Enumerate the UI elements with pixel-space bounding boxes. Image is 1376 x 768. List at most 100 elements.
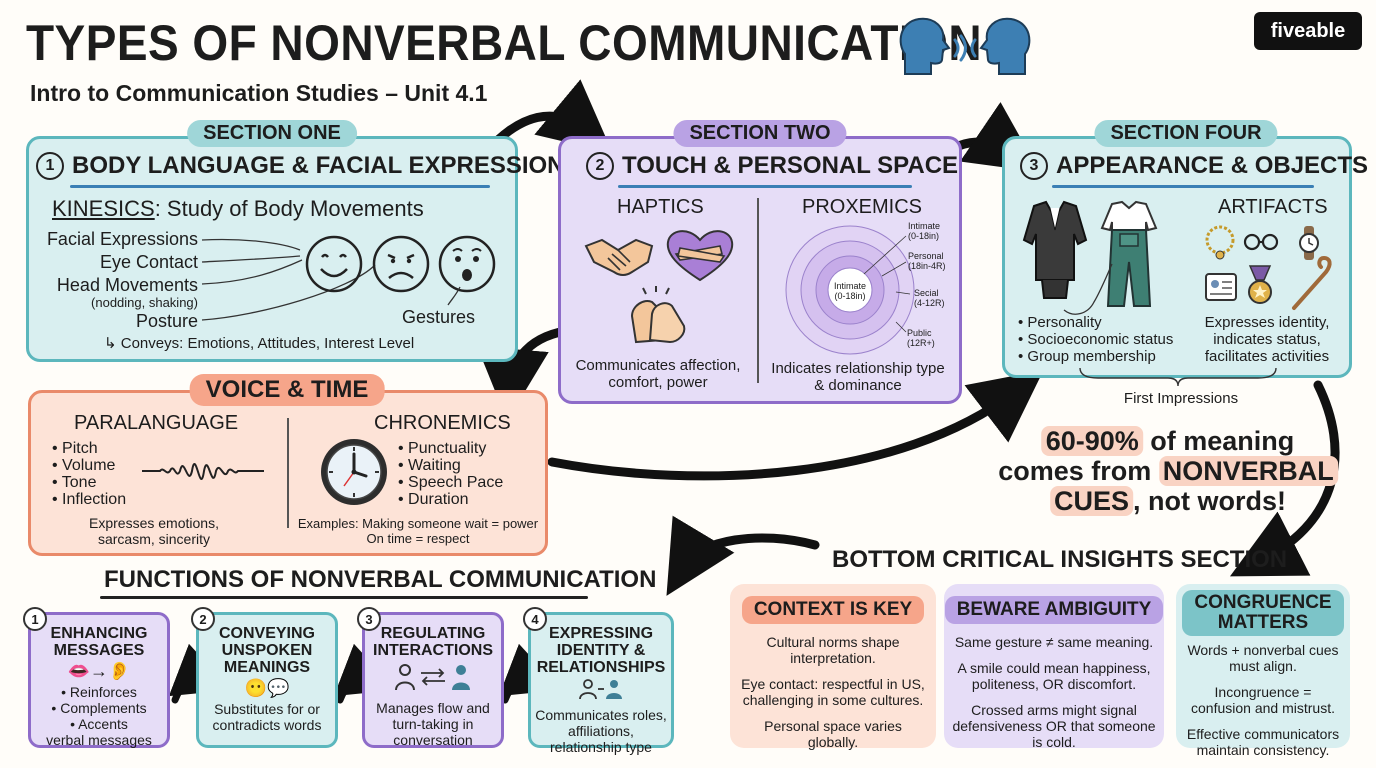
gestures-label: Gestures [402, 307, 476, 327]
appearance-bullets: Personality Socioeconomic status Group m… [1018, 314, 1173, 365]
zone-name: Personal [908, 251, 944, 261]
insight-body: Words + nonverbal cues must align.Incong… [1186, 642, 1340, 758]
para-desc-line: sarcasm, sincerity [97, 531, 211, 547]
section-number: 3 [1020, 152, 1048, 180]
zone-label-public: Public (12R+) [907, 328, 935, 348]
title-underline [70, 185, 490, 188]
necklace-icon [1205, 225, 1235, 260]
paralanguage-description: Expresses emotions, sarcasm, sincerity [89, 515, 219, 547]
kinesics-item: Eye Contact [99, 252, 198, 272]
insight-card-context: CONTEXT IS KEY Cultural norms shape inte… [730, 584, 936, 750]
self-hug-heart-icon [666, 230, 734, 282]
chron-example-line: Examples: Making someone wait = power [297, 516, 539, 531]
kinesics-connector-lines [201, 238, 376, 321]
artifacts-heading: ARTIFACTS [1218, 196, 1328, 218]
paralanguage-list: Pitch Volume Tone Inflection [52, 440, 126, 508]
title-underline [1052, 185, 1314, 188]
chronemics-item: Duration [398, 491, 503, 508]
chronemics-heading: CHRONEMICS [374, 412, 511, 434]
insight-body: Same gesture ≠ same meaning.A smile coul… [952, 634, 1156, 750]
title-underline [618, 185, 912, 188]
paralanguage-heading: PARALANGUAGE [74, 412, 239, 434]
haptics-heading: HAPTICS [617, 196, 704, 218]
kinesics-conveys: ↳ Conveys: Emotions, Attitudes, Interest… [104, 334, 414, 352]
surprised-face-icon [438, 235, 496, 293]
first-impressions-brace [1079, 367, 1277, 387]
insight-card-ambiguity: BEWARE AMBIGUITY Same gesture ≠ same mea… [944, 584, 1164, 750]
haptics-desc-line: Communicates affection, [575, 357, 741, 374]
zone-range: (12R+) [907, 338, 935, 348]
stat-highlight: NONVERBAL [1158, 456, 1338, 486]
lips-to-ear-icon: 👄→👂 [67, 661, 131, 681]
brand-logo[interactable]: fiveable [1254, 12, 1362, 50]
zone-label-social: Secial (4-12R) [914, 288, 945, 308]
unspoken-face-icon: 😶💬 [244, 678, 290, 698]
kinesics-definition: : Study of Body Movements [154, 196, 424, 221]
stat-text: , not words! [1133, 486, 1286, 516]
kinesics-item: Facial Expressions [46, 229, 198, 249]
proxemics-description: Indicates relationship type & dominance [771, 360, 944, 394]
artifacts-icons [1205, 225, 1332, 310]
functions-title: FUNCTIONS OF NONVERBAL COMMUNICATION [104, 566, 657, 593]
para-desc-line: Expresses emotions, [89, 515, 219, 531]
clapping-hands-icon [630, 286, 686, 344]
section-four-pill: SECTION FOUR [1094, 120, 1278, 147]
zone-name: Intimate [833, 281, 867, 291]
proxemics-zones-diagram [785, 225, 915, 355]
people-exchange-icon [395, 664, 470, 691]
zone-name: Public [907, 328, 932, 338]
id-badge-icon [1205, 273, 1237, 301]
overalls-uniform-icon [1100, 200, 1158, 307]
section-body-language [26, 136, 518, 362]
arrow-voice-to-s4 [547, 370, 1044, 481]
chronemics-item: Waiting [398, 457, 503, 474]
function-number: 1 [23, 607, 47, 631]
kinesics-item-note: (nodding, shaking) [91, 295, 198, 310]
insight-body: Cultural norms shape interpretation.Eye … [741, 634, 925, 750]
section-two-title: 2 TOUCH & PERSONAL SPACE [586, 152, 958, 180]
curved-arrow-icon: ↳ [104, 335, 121, 352]
voice-divider [287, 418, 289, 528]
section-title-text: TOUCH & PERSONAL SPACE [622, 152, 959, 179]
stat-text: of meaning [1142, 426, 1295, 456]
zone-name: Secial [914, 288, 939, 298]
artifacts-desc-line: indicates status, [1213, 331, 1321, 348]
insight-title: CONTEXT IS KEY [741, 596, 925, 624]
business-suit-icon [1022, 200, 1088, 299]
zone-range: (18in-4R) [908, 261, 946, 271]
gesture-pointer-line [447, 286, 461, 306]
glasses-icon [1243, 233, 1279, 251]
people-relationship-icon [579, 679, 622, 700]
section-title-text: BODY LANGUAGE & FACIAL EXPRESSIONS [72, 152, 581, 179]
kinesics-term: KINESICS [52, 196, 155, 221]
handshake-icon [584, 238, 654, 276]
chronemics-item: Speech Pace [398, 474, 503, 491]
haptics-description: Communicates affection, comfort, power [576, 357, 741, 391]
proxemics-desc-line: & dominance [814, 377, 902, 394]
zone-label-personal: Personal (18in-4R) [908, 251, 946, 271]
cane-icon [1292, 255, 1332, 310]
voice-time-pill: VOICE & TIME [189, 374, 385, 406]
function-body: Communicates roles,affiliations,relation… [535, 707, 667, 755]
chron-example-line: On time = respect [366, 531, 470, 546]
stat-highlight: CUES [1049, 486, 1134, 516]
paralanguage-item: Tone [52, 474, 126, 491]
artifacts-desc-line: Expresses identity, [1204, 314, 1330, 331]
zone-range: (0-18in) [908, 231, 940, 241]
sad-face-icon [372, 235, 430, 293]
section-two-pill: SECTION TWO [673, 120, 847, 147]
zone-range: (4-12R) [914, 298, 945, 308]
paralanguage-item: Inflection [52, 491, 126, 508]
section-number: 2 [586, 152, 614, 180]
proxemics-heading: PROXEMICS [802, 196, 923, 218]
